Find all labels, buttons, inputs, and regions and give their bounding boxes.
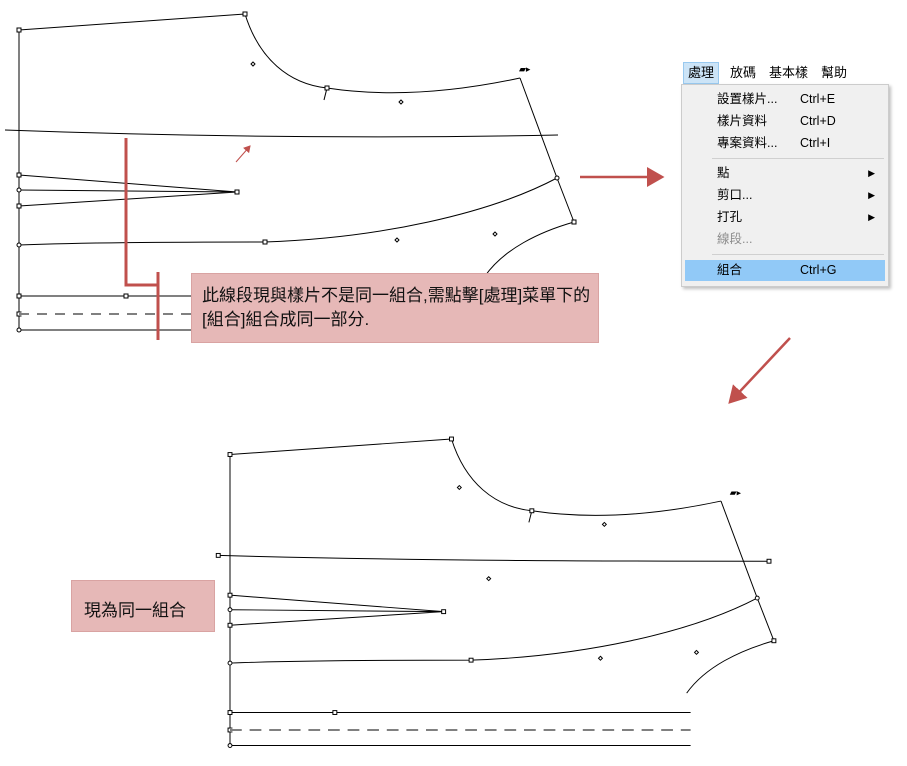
menu-basic-block[interactable]: 基本樣 <box>769 65 809 80</box>
menu-bar: 處理 放碼 基本樣 幫助 <box>680 62 890 84</box>
callout-before: 此線段現與樣片不是同一組合,需點擊[處理]菜單下的[組合]組合成同一部分. <box>191 273 599 343</box>
pattern-after: ▰▸ <box>215 436 777 748</box>
menu-help[interactable]: 幫助 <box>821 65 848 80</box>
menu-item-project-info[interactable]: 專案資料...Ctrl+I <box>717 136 831 150</box>
menu-process[interactable]: 處理 <box>683 62 720 84</box>
menu-item-point[interactable]: 點▶ <box>685 163 885 184</box>
menu-grading[interactable]: 放碼 <box>730 65 757 80</box>
menu-item-line-segment: 線段... <box>717 232 753 246</box>
callout-after: 現為同一組合 <box>71 580 215 632</box>
svg-text:▰▸: ▰▸ <box>519 64 531 74</box>
submenu-arrow-icon: ▶ <box>868 190 875 200</box>
annotation-bracket <box>124 138 160 340</box>
svg-text:▰▸: ▰▸ <box>730 487 742 497</box>
arrow-down-left <box>728 337 791 404</box>
submenu-arrow-icon: ▶ <box>868 212 875 222</box>
submenu-arrow-icon: ▶ <box>868 168 875 178</box>
menu-item-drill[interactable]: 打孔▶ <box>685 207 885 228</box>
pointer-arrow-small <box>235 145 251 163</box>
menu-item-set-piece[interactable]: 設置樣片...Ctrl+E <box>717 92 836 106</box>
menu-item-notch[interactable]: 剪口...▶ <box>685 185 885 206</box>
